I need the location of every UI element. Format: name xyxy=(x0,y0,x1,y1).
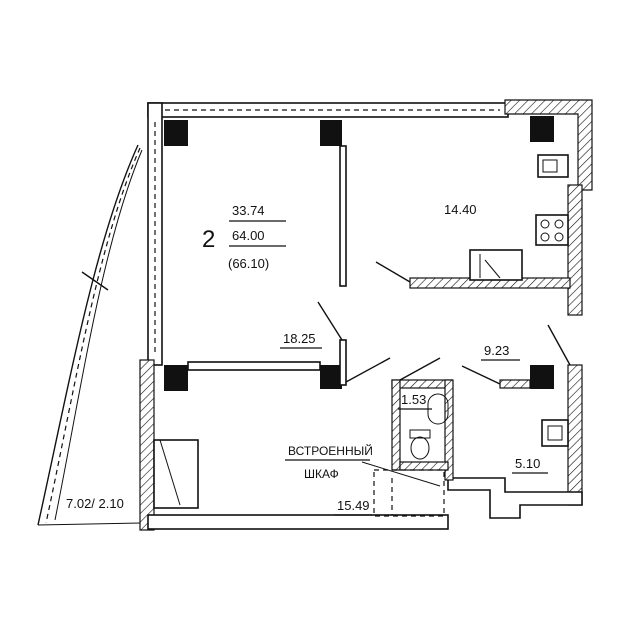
hallway-area: 9.23 xyxy=(484,343,509,358)
column xyxy=(530,365,554,389)
column xyxy=(530,116,554,142)
wc-area: 1.53 xyxy=(401,392,426,407)
built-in-closet xyxy=(373,469,445,517)
balcony-door-swing xyxy=(81,271,109,291)
column xyxy=(320,120,342,146)
balcony xyxy=(37,144,143,526)
balcony-area: 7.02/ 2.10 xyxy=(66,496,124,511)
living-area-label: 33.74 xyxy=(232,203,265,218)
columns xyxy=(164,116,554,391)
column xyxy=(320,365,342,389)
living-room-area: 18.25 xyxy=(283,331,316,346)
outer-walls xyxy=(139,99,593,531)
kitchen-area: 14.40 xyxy=(444,202,477,217)
total-with-balcony-label: (66.10) xyxy=(228,256,269,271)
balcony-railing xyxy=(45,147,141,524)
bathroom-area: 5.10 xyxy=(515,456,540,471)
toilet-icon xyxy=(409,429,431,439)
column xyxy=(164,365,188,391)
bedroom-area: 15.49 xyxy=(337,498,370,513)
labels: 2 33.74 64.00 (66.10) 14.40 18.25 9.23 1… xyxy=(66,202,548,516)
total-area-label: 64.00 xyxy=(232,228,265,243)
column xyxy=(164,120,188,146)
stove-icon xyxy=(535,214,569,246)
washbasin-icon xyxy=(427,393,449,425)
balcony-door xyxy=(153,439,199,509)
closet-label-line2: ШКАФ xyxy=(304,467,339,481)
fixtures xyxy=(361,154,569,517)
bath-sink-icon xyxy=(541,419,569,447)
closet-label-line1: ВСТРОЕННЫЙ xyxy=(288,443,373,458)
kitchen-counter xyxy=(469,249,523,281)
room-count: 2 xyxy=(202,226,215,253)
door-swings xyxy=(159,261,571,506)
